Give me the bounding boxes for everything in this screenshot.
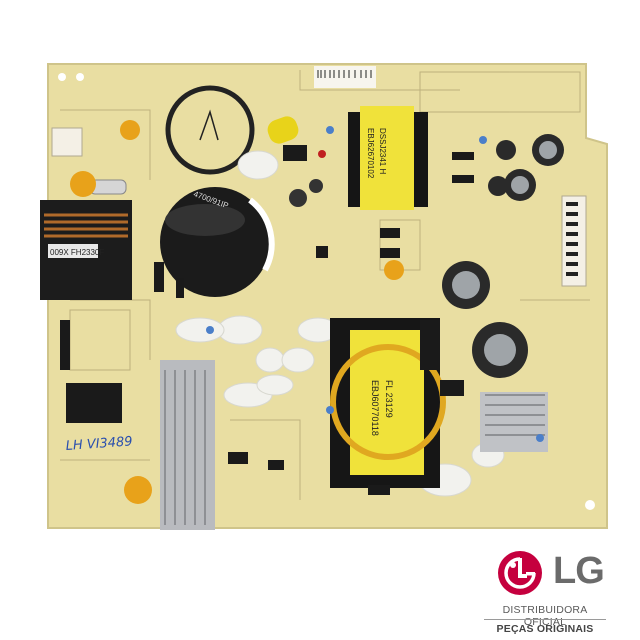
- electrolytic-capacitors: [289, 134, 564, 378]
- svg-text:EBJ60770118: EBJ60770118: [370, 380, 380, 436]
- y-capacitor: [120, 120, 140, 140]
- y-capacitor: [70, 171, 96, 197]
- connector-top-left: [51, 127, 83, 157]
- film-capacitor: [267, 116, 299, 144]
- heatsink-right: [480, 392, 548, 452]
- svg-text:009X FH2330F: 009X FH2330F: [50, 248, 104, 257]
- y-capacitor: [384, 260, 404, 280]
- svg-text:DSSJ2341 H: DSSJ2341 H: [378, 128, 387, 174]
- svg-text:FL 23129: FL 23129: [384, 380, 394, 418]
- svg-text:EBJ62670102: EBJ62670102: [366, 128, 375, 179]
- connector-right: [561, 195, 587, 287]
- barcode-label: [314, 66, 376, 88]
- y-capacitor: [124, 476, 152, 504]
- handwritten-note: LH VI3489: [65, 434, 133, 454]
- heatsink-left: [160, 360, 215, 530]
